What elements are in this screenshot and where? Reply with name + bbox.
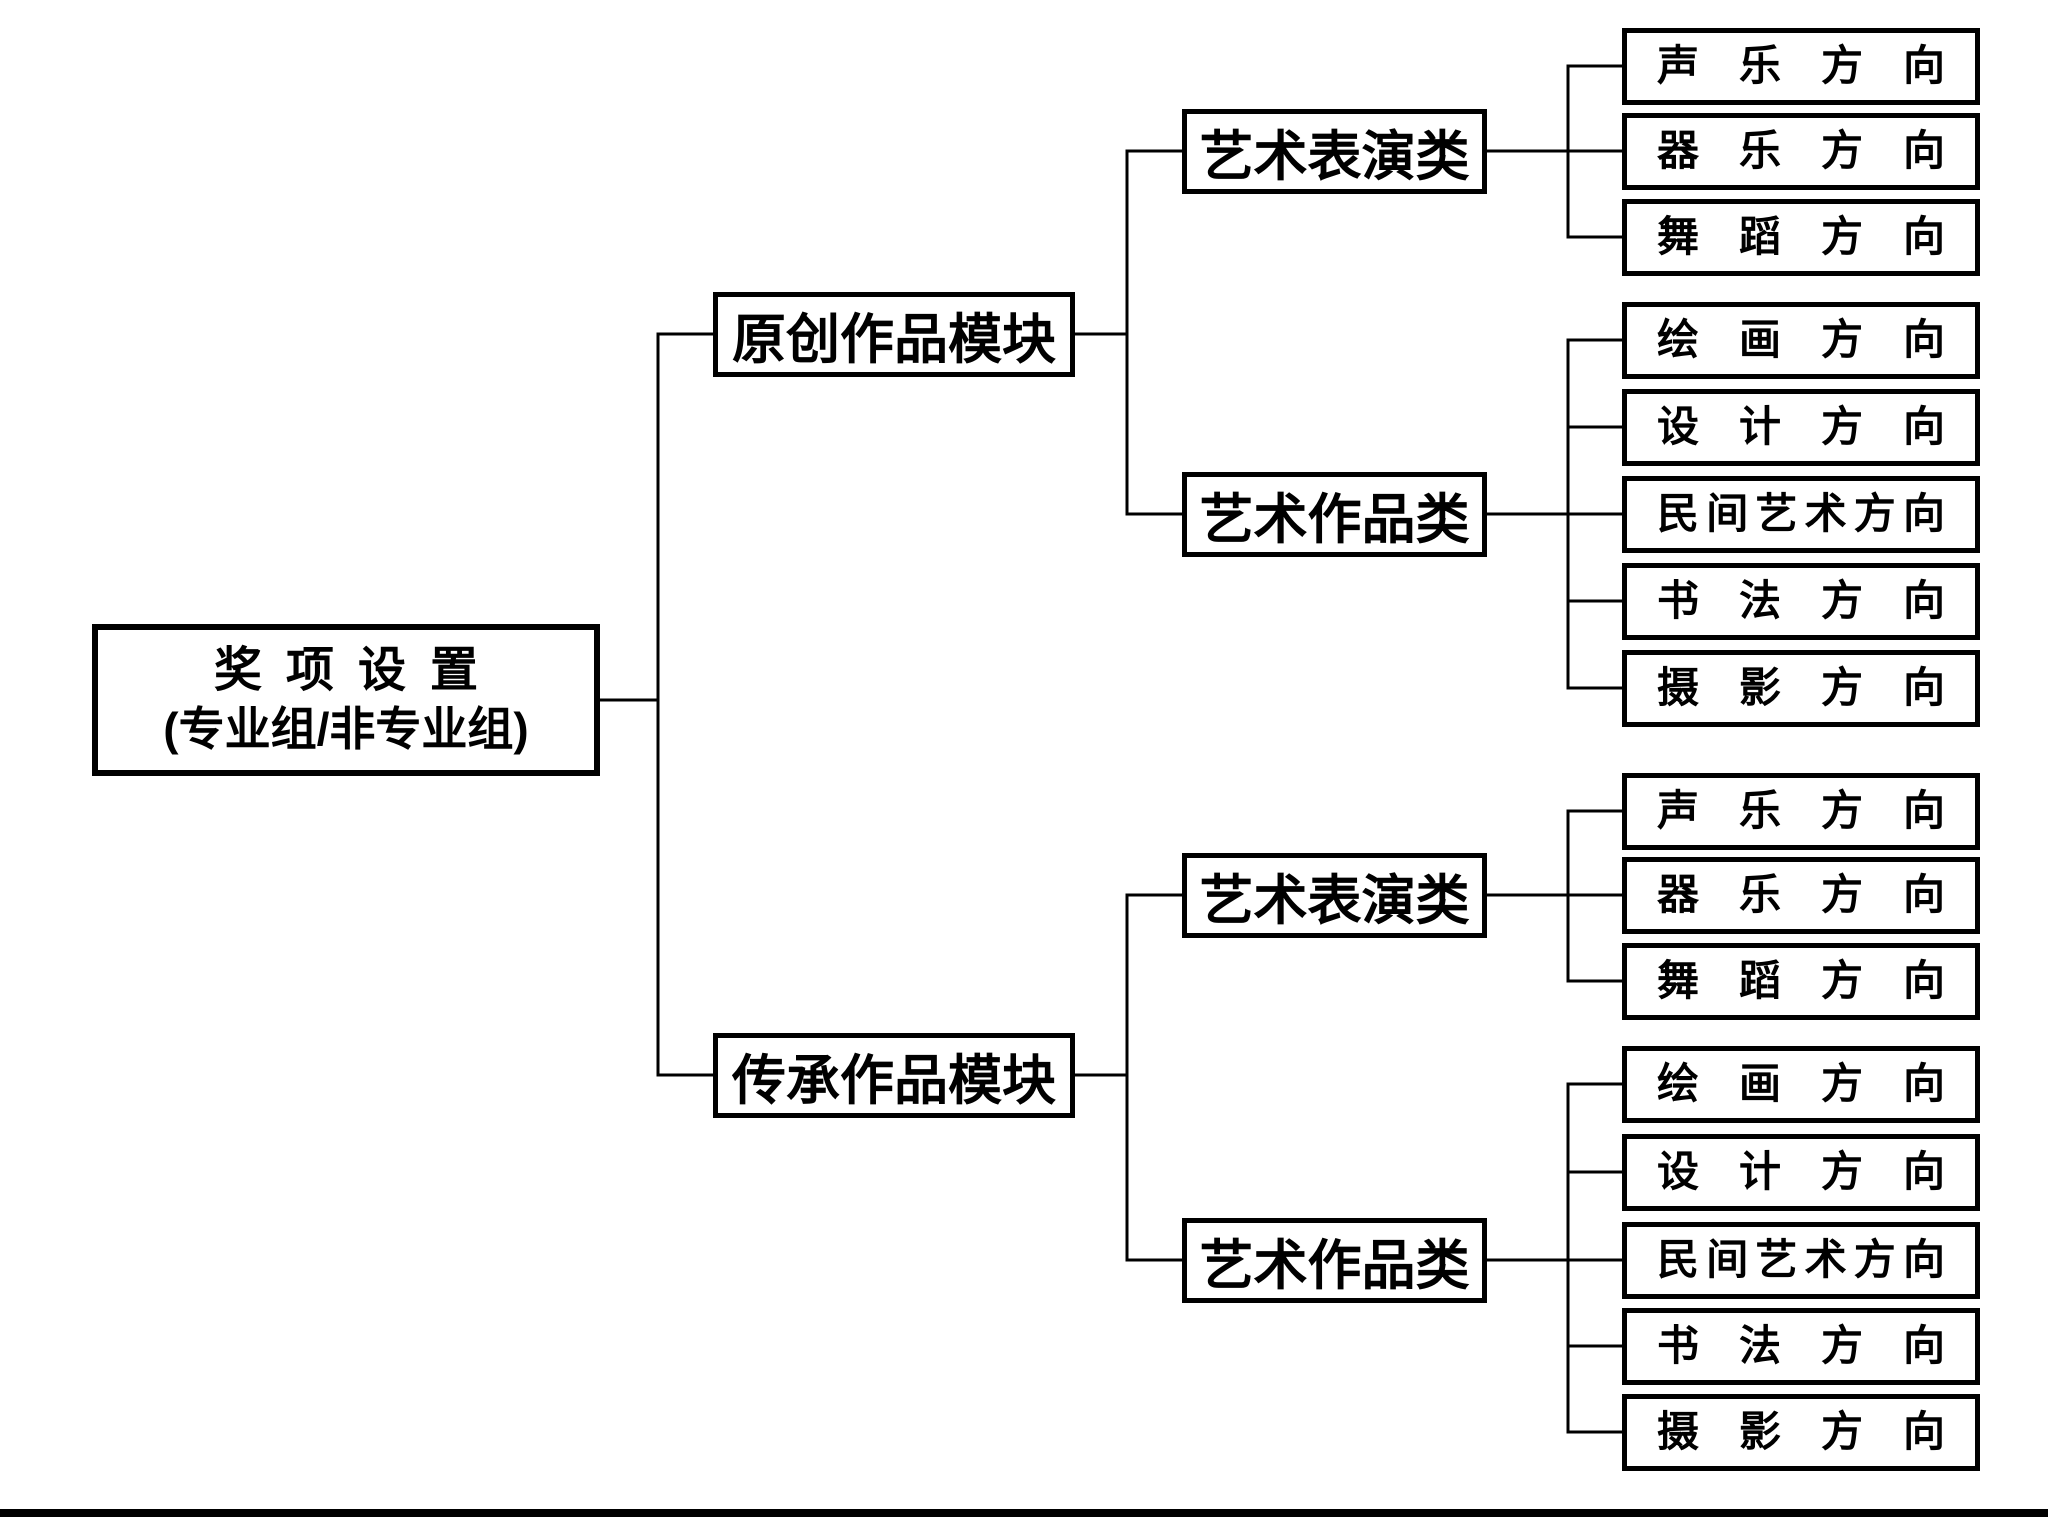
connector-cat3-leaves [1485,809,1626,983]
node-direction-photography-1: 摄影方向 [1622,650,1980,727]
node-direction-painting-2: 绘画方向 [1622,1046,1980,1123]
connector-cat4-leaves [1485,1082,1626,1434]
node-category-performance-bottom: 艺术表演类 [1182,853,1487,938]
connector-cat1-leaves [1485,64,1626,239]
node-direction-folk-art-1: 民间艺术方向 [1622,476,1980,553]
node-direction-instrumental-2: 器乐方向 [1622,857,1980,934]
node-category-artworks-top: 艺术作品类 [1182,472,1487,557]
node-direction-instrumental-1: 器乐方向 [1622,113,1980,190]
connector-cat2-leaves [1485,338,1626,690]
node-direction-vocal-1: 声乐方向 [1622,28,1980,105]
connector-root-trunk [600,332,713,1077]
node-direction-calligraphy-2: 书法方向 [1622,1308,1980,1385]
bottom-border-line [0,1509,2048,1517]
node-direction-dance-1: 舞蹈方向 [1622,199,1980,276]
node-direction-design-2: 设计方向 [1622,1134,1980,1211]
node-direction-painting-1: 绘画方向 [1622,302,1980,379]
node-direction-dance-2: 舞蹈方向 [1622,943,1980,1020]
node-module-heritage-works: 传承作品模块 [713,1033,1075,1118]
node-direction-photography-2: 摄影方向 [1622,1394,1980,1471]
connector-module1-branch [1072,149,1184,516]
node-direction-design-1: 设计方向 [1622,389,1980,466]
node-category-performance-top: 艺术表演类 [1182,109,1487,194]
node-direction-calligraphy-1: 书法方向 [1622,563,1980,640]
node-module-original-works: 原创作品模块 [713,292,1075,377]
node-category-artworks-bottom: 艺术作品类 [1182,1218,1487,1303]
node-root-award-settings: 奖项设置 (专业组/非专业组) [92,624,600,776]
root-subtitle: (专业组/非专业组) [163,703,529,756]
connector-module2-branch [1072,893,1184,1262]
root-title: 奖项设置 [213,644,502,698]
node-direction-folk-art-2: 民间艺术方向 [1622,1222,1980,1299]
node-direction-vocal-2: 声乐方向 [1622,773,1980,850]
